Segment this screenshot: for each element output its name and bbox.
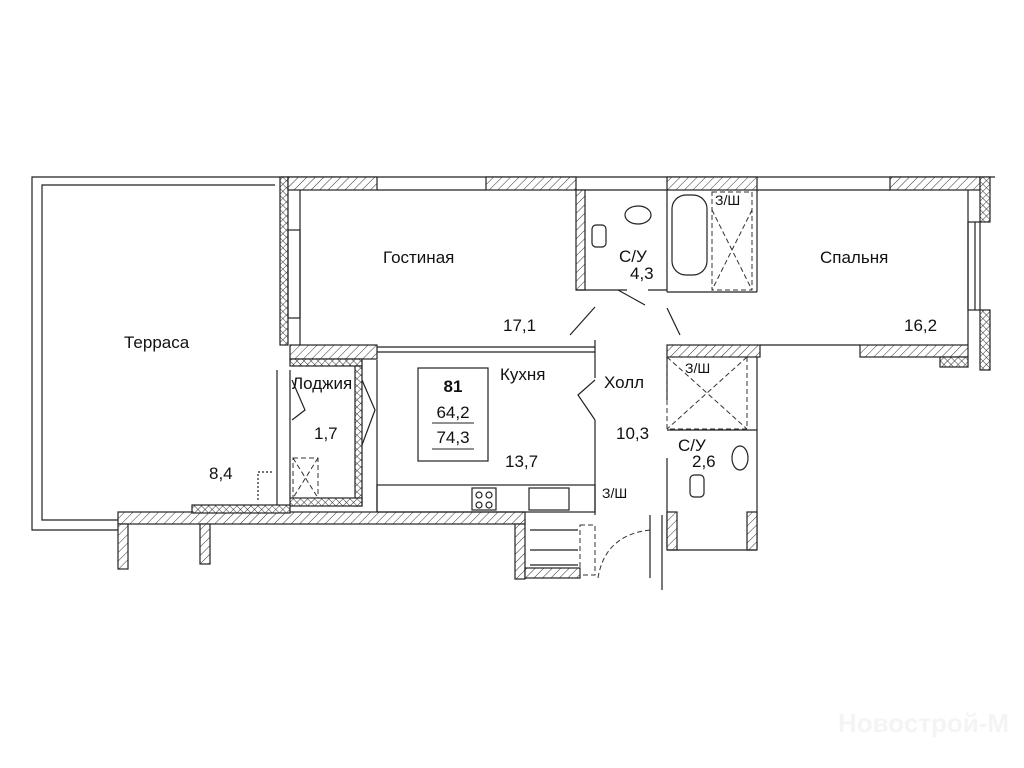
room-name-loggia: Лоджия	[292, 374, 352, 393]
room-area-bedroom: 16,2	[904, 316, 937, 335]
room-area-kitchen: 13,7	[505, 452, 538, 471]
room-area-bathroom-2: 2,6	[692, 452, 716, 471]
room-area-terrace: 8,4	[209, 464, 233, 483]
room-name-bedroom: Спальня	[820, 248, 888, 267]
apartment-number: 81	[444, 377, 463, 396]
room-name-living: Гостиная	[383, 248, 454, 267]
watermark: Новострой-М	[838, 708, 1009, 738]
room-name-bathroom-1: С/У	[619, 247, 647, 266]
room-name-bathroom-2: С/У	[678, 436, 706, 455]
total-area: 74,3	[436, 428, 469, 447]
outer-walls	[117, 176, 995, 590]
room-name-terrace: Терраса	[124, 333, 190, 352]
apartment-info-box: 81 64,2 74,3	[417, 367, 489, 462]
room-name-hall: Холл	[604, 373, 644, 392]
room-name-kitchen: Кухня	[500, 365, 546, 384]
room-area-bathroom-1: 4,3	[630, 264, 654, 283]
closet-label-2: З/Ш	[685, 360, 710, 376]
room-area-hall: 10,3	[616, 424, 649, 443]
closet-label-3: З/Ш	[602, 485, 627, 501]
room-area-living: 17,1	[503, 316, 536, 335]
terrace	[31, 176, 280, 531]
room-area-loggia: 1,7	[314, 424, 338, 443]
living-area: 64,2	[436, 403, 469, 422]
closet-label-1: З/Ш	[715, 192, 740, 208]
